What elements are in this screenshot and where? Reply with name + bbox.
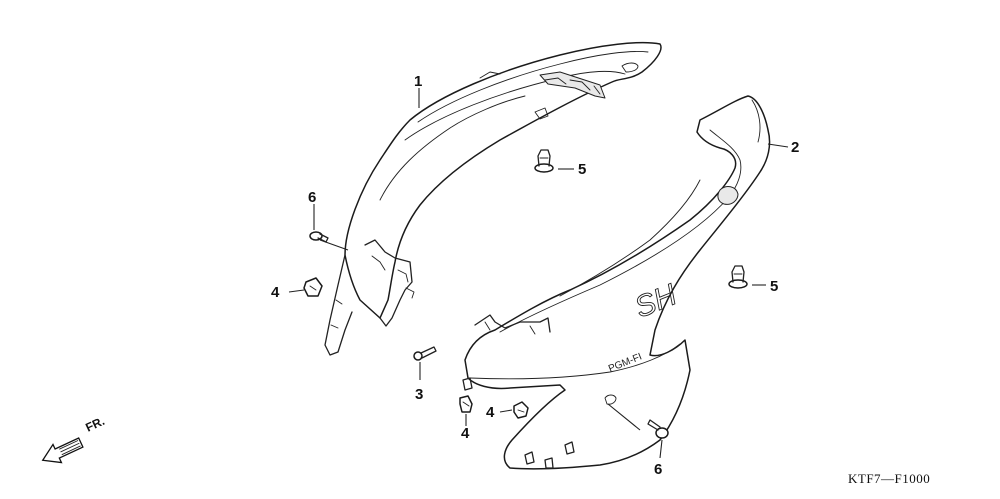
leader-lines	[288, 88, 789, 459]
callout-5-upper: 5	[578, 161, 586, 178]
front-direction-arrow	[41, 437, 84, 464]
callout-6-left: 6	[308, 189, 316, 206]
part-4-nut-left	[303, 277, 323, 297]
part-4-nut-center	[459, 395, 473, 413]
part-6-screw-left	[309, 231, 329, 243]
callout-5-right: 5	[770, 278, 778, 295]
part-3-screw	[413, 346, 437, 361]
part-1-left-body-cover	[324, 41, 662, 356]
part-2-right-body-cover: SH PGM-FI	[462, 95, 771, 470]
part-6-screw-right	[647, 419, 669, 439]
callout-2: 2	[791, 139, 799, 156]
diagram-code: KTF7—F1000	[848, 471, 930, 486]
callout-3: 3	[415, 386, 423, 403]
callout-4-center: 4	[461, 425, 470, 442]
direction-label: FR.	[83, 414, 106, 435]
callout-4-right: 4	[486, 404, 495, 421]
callout-1: 1	[414, 73, 422, 90]
part-4-nut-right	[513, 401, 529, 419]
callout-6-right: 6	[654, 461, 662, 478]
part-5-clip-right	[728, 265, 748, 289]
callout-4-left: 4	[271, 284, 280, 301]
part-5-clip-upper	[534, 149, 554, 173]
